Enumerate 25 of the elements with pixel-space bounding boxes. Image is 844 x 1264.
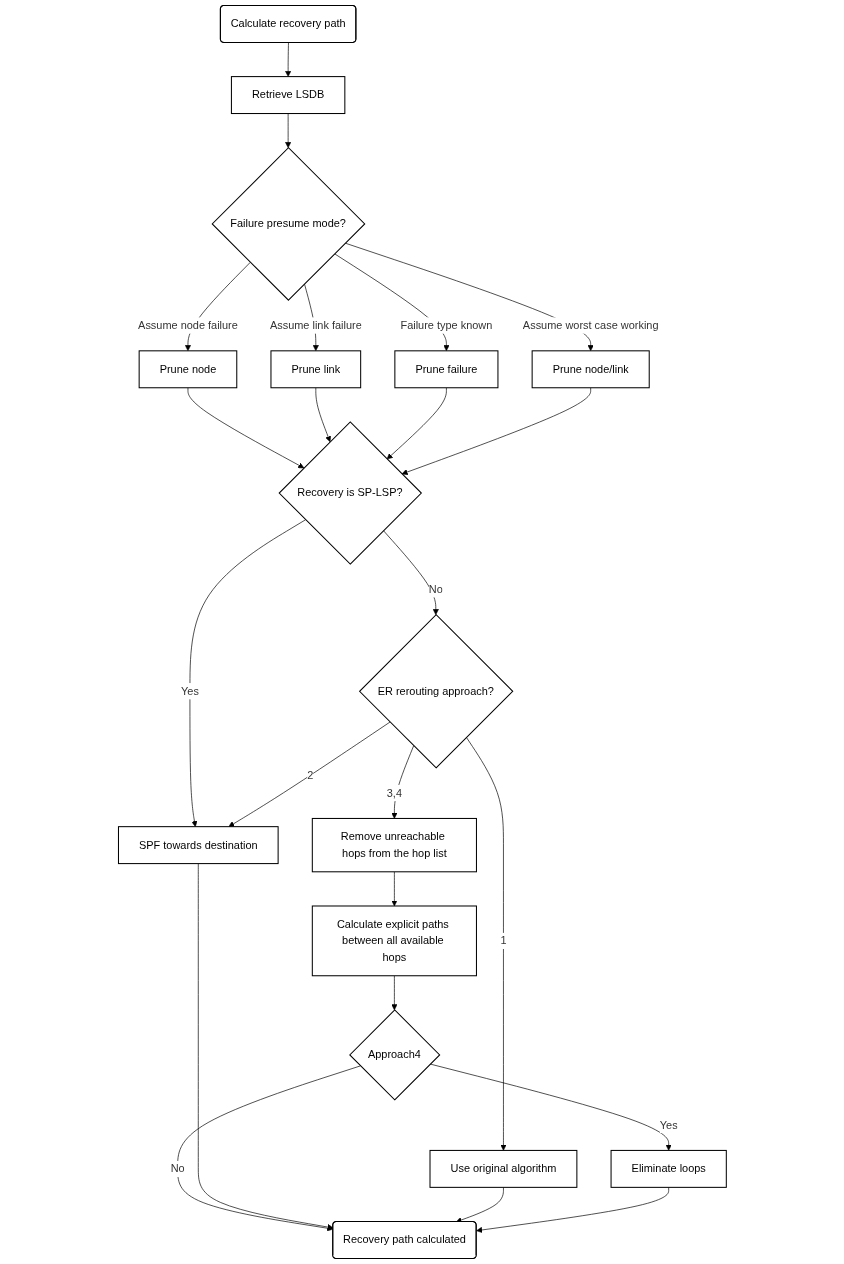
edge-label: Assume worst case working [522, 319, 659, 331]
node-box [270, 350, 361, 389]
node-diamond [211, 147, 366, 301]
node-diamond [278, 421, 422, 565]
edge-label: No [428, 583, 443, 595]
edge-label: 1 [500, 934, 507, 947]
node-box [531, 350, 650, 389]
node-box [311, 905, 477, 977]
node-box [393, 350, 499, 389]
node-box [117, 826, 279, 865]
node-box [311, 817, 477, 873]
node-diamond [348, 1009, 440, 1101]
edge-label: Yes [659, 1118, 678, 1131]
node-box [230, 76, 345, 115]
edge-label: 2 [306, 769, 313, 782]
edge-label: No [170, 1162, 185, 1175]
edge-label: Assume link failure [269, 319, 362, 331]
edge-label: 3,4 [386, 786, 402, 799]
edge-label: Failure type known [400, 319, 492, 331]
node-box [610, 1149, 727, 1188]
edge-label: Assume node failure [137, 319, 238, 331]
node-diamond [358, 614, 514, 769]
edge-label: Yes [180, 685, 199, 697]
node-box [429, 1149, 577, 1188]
node-box [138, 350, 237, 389]
